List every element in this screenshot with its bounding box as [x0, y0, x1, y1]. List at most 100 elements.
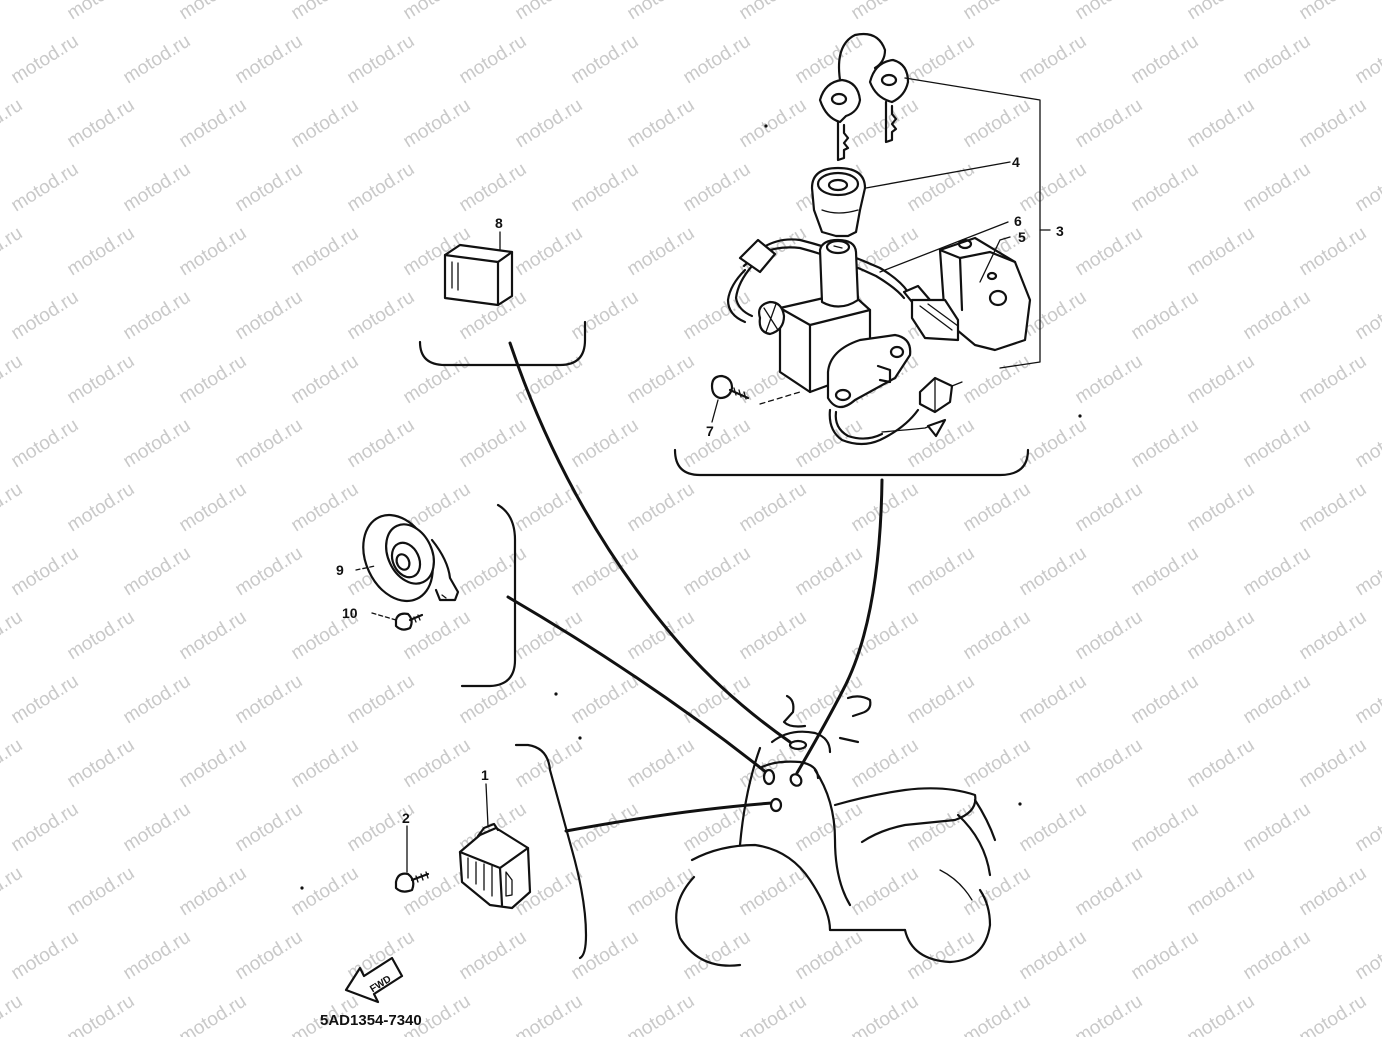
watermark-text: motod.ru	[288, 95, 363, 153]
watermark-text: motod.ru	[568, 927, 643, 985]
watermark-text: motod.ru	[568, 543, 643, 601]
watermark-text: motod.ru	[176, 735, 251, 793]
watermark-text: motod.ru	[8, 927, 83, 985]
watermark-text: motod.ru	[344, 287, 419, 345]
watermark-text: motod.ru	[736, 0, 811, 24]
watermark-text: motod.ru	[176, 607, 251, 665]
watermark-text: motod.ru	[1072, 223, 1147, 281]
watermark-text: motod.ru	[0, 95, 26, 153]
main-switch-part	[726, 238, 963, 446]
watermark-text: motod.ru	[120, 799, 195, 857]
watermark-text: motod.ru	[120, 671, 195, 729]
watermark-text: motod.ru	[1352, 31, 1382, 89]
callout-4: 4	[1012, 154, 1020, 170]
lock-cap-part	[810, 166, 867, 238]
watermark-text: motod.ru	[232, 799, 307, 857]
watermark-text: motod.ru	[1296, 863, 1371, 921]
watermark-text: motod.ru	[400, 607, 475, 665]
watermark-text: motod.ru	[288, 0, 363, 24]
watermark-text: motod.ru	[120, 31, 195, 89]
callout-leaders	[355, 77, 1051, 873]
watermark-text: motod.ru	[960, 991, 1035, 1037]
watermark-text: motod.ru	[736, 607, 811, 665]
watermark-text: motod.ru	[568, 159, 643, 217]
watermark-text: motod.ru	[8, 543, 83, 601]
watermark-text: motod.ru	[1184, 735, 1259, 793]
watermark-text: motod.ru	[512, 0, 587, 24]
watermark-text: motod.ru	[1352, 159, 1382, 217]
screw-2-part	[394, 871, 430, 893]
watermark-text: motod.ru	[64, 479, 139, 537]
watermark-text: motod.ru	[1128, 415, 1203, 473]
watermark-text: motod.ru	[344, 31, 419, 89]
watermark-text: motod.ru	[64, 607, 139, 665]
watermark-text: motod.ru	[1128, 543, 1203, 601]
watermark-text: motod.ru	[1184, 863, 1259, 921]
watermark-text: motod.ru	[960, 351, 1035, 409]
watermark-text: motod.ru	[1016, 927, 1091, 985]
watermark-text: motod.ru	[624, 863, 699, 921]
watermark-text: motod.ru	[344, 159, 419, 217]
watermark-text: motod.ru	[680, 415, 755, 473]
watermark-text: motod.ru	[568, 31, 643, 89]
watermark-text: motod.ru	[904, 799, 979, 857]
watermark-text: motod.ru	[120, 159, 195, 217]
watermark-text: motod.ru	[400, 735, 475, 793]
watermark-text: motod.ru	[680, 671, 755, 729]
watermark-text: motod.ru	[792, 31, 867, 89]
watermark-text: motod.ru	[8, 799, 83, 857]
lead-horn	[506, 595, 769, 775]
watermark-text: motod.ru	[176, 95, 251, 153]
callout-1: 1	[481, 767, 489, 783]
watermark-text: motod.ru	[1072, 991, 1147, 1037]
watermark-text: motod.ru	[568, 287, 643, 345]
watermark-text: motod.ru	[232, 31, 307, 89]
watermark-text: motod.ru	[120, 543, 195, 601]
watermark-text: motod.ru	[736, 95, 811, 153]
watermark-text: motod.ru	[64, 351, 139, 409]
watermark-text: motod.ru	[1240, 31, 1315, 89]
watermark-text: motod.ru	[288, 735, 363, 793]
watermark-text: motod.ru	[1016, 415, 1091, 473]
watermark-text: motod.ru	[1072, 735, 1147, 793]
watermark-text: motod.ru	[1184, 991, 1259, 1037]
watermark-text: motod.ru	[1240, 287, 1315, 345]
watermark-text: motod.ru	[1240, 671, 1315, 729]
callout-5: 5	[1018, 229, 1026, 245]
watermark-text: motod.ru	[680, 159, 755, 217]
watermark-text: motod.ru	[1352, 671, 1382, 729]
switch-bracket-part	[902, 236, 1032, 352]
watermark-text: motod.ru	[456, 415, 531, 473]
watermark-text: motod.ru	[960, 0, 1035, 24]
bracket-rectifier	[514, 743, 588, 960]
watermark-text: motod.ru	[0, 991, 26, 1037]
watermark-text: motod.ru	[1352, 543, 1382, 601]
horn-part	[362, 513, 460, 603]
callout-10: 10	[342, 605, 358, 621]
watermark-text: motod.ru	[624, 735, 699, 793]
watermark-text: motod.ru	[64, 95, 139, 153]
watermark-text: motod.ru	[0, 479, 26, 537]
callout-6: 6	[1014, 213, 1022, 229]
watermark-text: motod.ru	[1072, 863, 1147, 921]
watermark-text: motod.ru	[456, 543, 531, 601]
watermark-text: motod.ru	[1240, 927, 1315, 985]
watermark-text: motod.ru	[1296, 0, 1371, 24]
watermark-text: motod.ru	[344, 671, 419, 729]
watermark-text: motod.ru	[1072, 607, 1147, 665]
watermark-text: motod.ru	[1352, 799, 1382, 857]
watermark-text: motod.ru	[904, 671, 979, 729]
watermark-text: motod.ru	[1296, 223, 1371, 281]
watermark-text: motod.ru	[232, 543, 307, 601]
watermark-text: motod.ru	[624, 479, 699, 537]
watermark-text: motod.ru	[1128, 159, 1203, 217]
diagram-code: 5AD1354-7340	[320, 1012, 422, 1029]
watermark-text: motod.ru	[1016, 799, 1091, 857]
watermark-text: motod.ru	[288, 479, 363, 537]
watermark-text: motod.ru	[232, 671, 307, 729]
bracket-main-switch	[673, 448, 1030, 477]
watermark-text: motod.ru	[120, 287, 195, 345]
watermark-text: motod.ru	[1128, 799, 1203, 857]
watermark-text: motod.ru	[1128, 31, 1203, 89]
